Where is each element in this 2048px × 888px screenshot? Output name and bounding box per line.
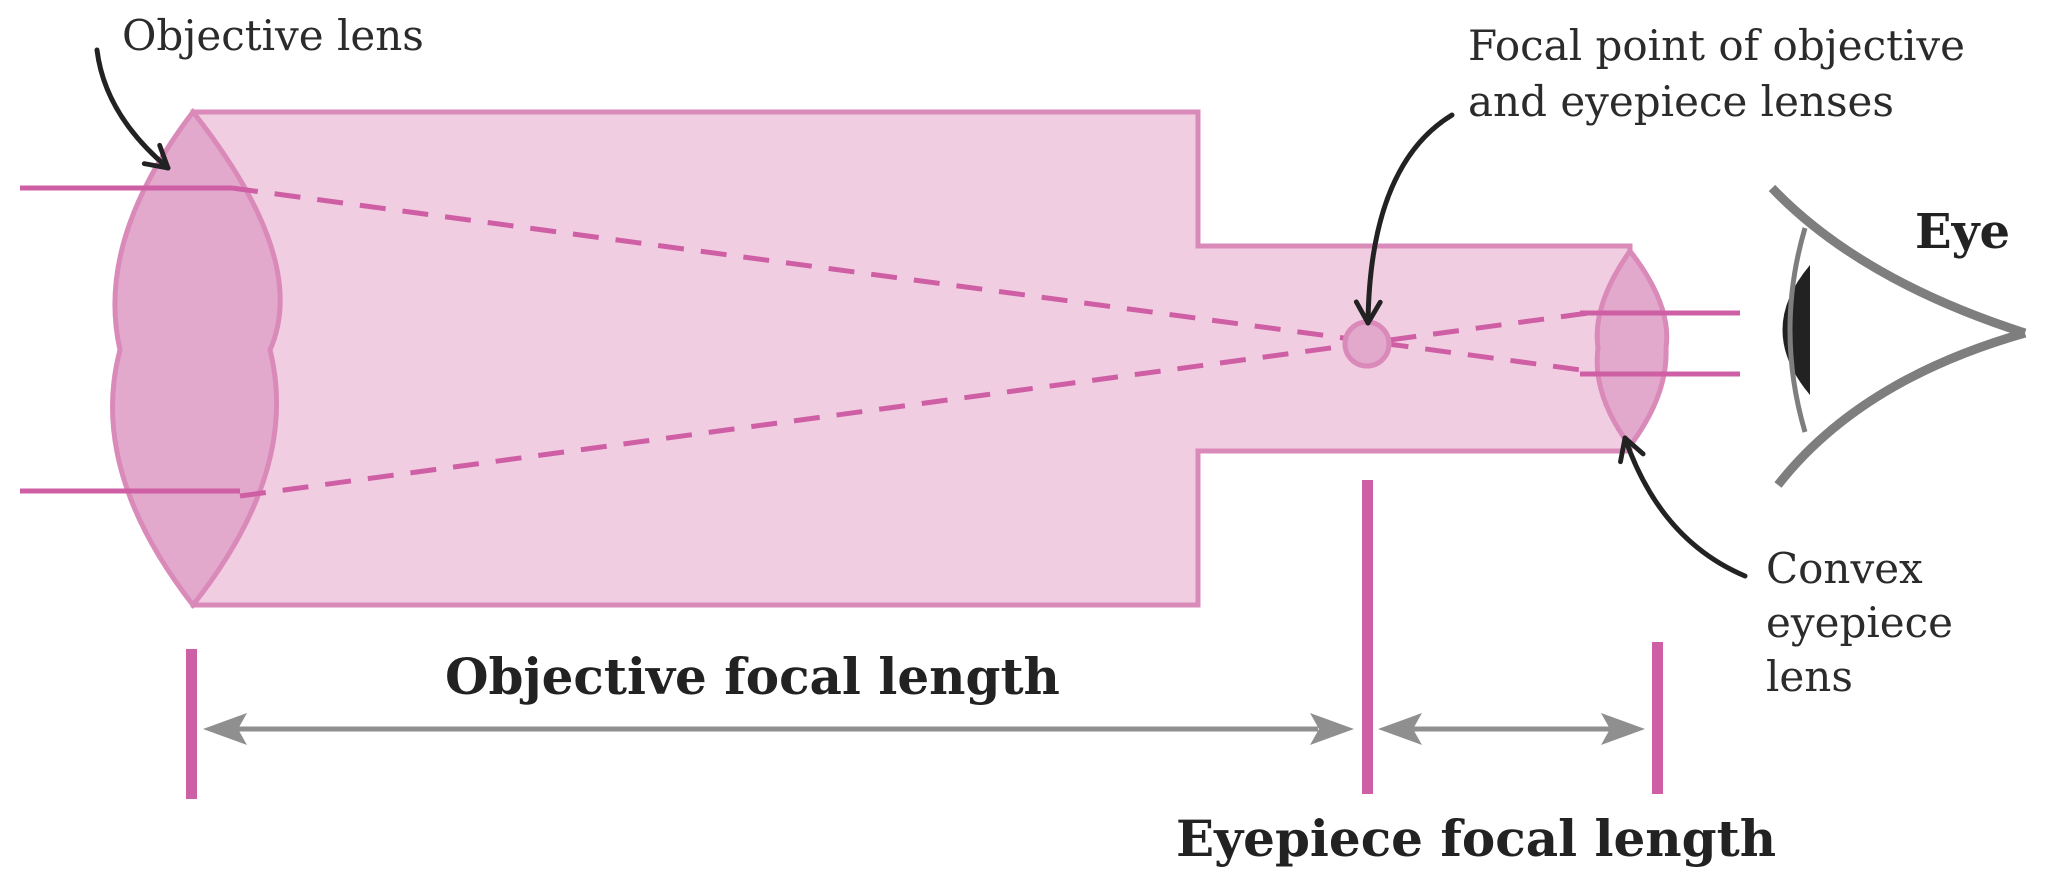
- convex-label-line3: lens: [1766, 652, 1853, 701]
- objective-lens-label: Objective lens: [122, 11, 424, 60]
- focal-point-callout-arrow: [1353, 112, 1455, 326]
- objective-marker-bar: [186, 649, 197, 799]
- eyepiece-dimension-arrow: [1378, 713, 1645, 745]
- eyepiece-marker-bar: [1652, 642, 1663, 794]
- telescope-tube: [190, 109, 1633, 608]
- eyepiece-lens-callout-arrow: [1618, 435, 1748, 579]
- convex-label-line1: Convex: [1766, 544, 1923, 593]
- focal-point-label-line1: Focal point of objective: [1468, 21, 1965, 70]
- eyepiece-focal-length-label: Eyepiece focal length: [1176, 809, 1776, 868]
- dashed-ray-top: [231, 185, 1597, 375]
- objective-lens-callout-arrow: [94, 47, 171, 171]
- eye-label: Eye: [1915, 204, 2010, 260]
- convex-label-line2: eyepiece: [1766, 598, 1953, 647]
- objective-lens: [110, 107, 283, 610]
- objective-dimension-arrow: [203, 713, 1354, 745]
- focal-point-label-line2: and eyepiece lenses: [1468, 77, 1894, 126]
- focal-point-marker: [1342, 319, 1392, 369]
- eye-icon: [1768, 184, 2027, 488]
- focal-marker-bar: [1362, 480, 1373, 794]
- objective-focal-length-label: Objective focal length: [445, 647, 1060, 706]
